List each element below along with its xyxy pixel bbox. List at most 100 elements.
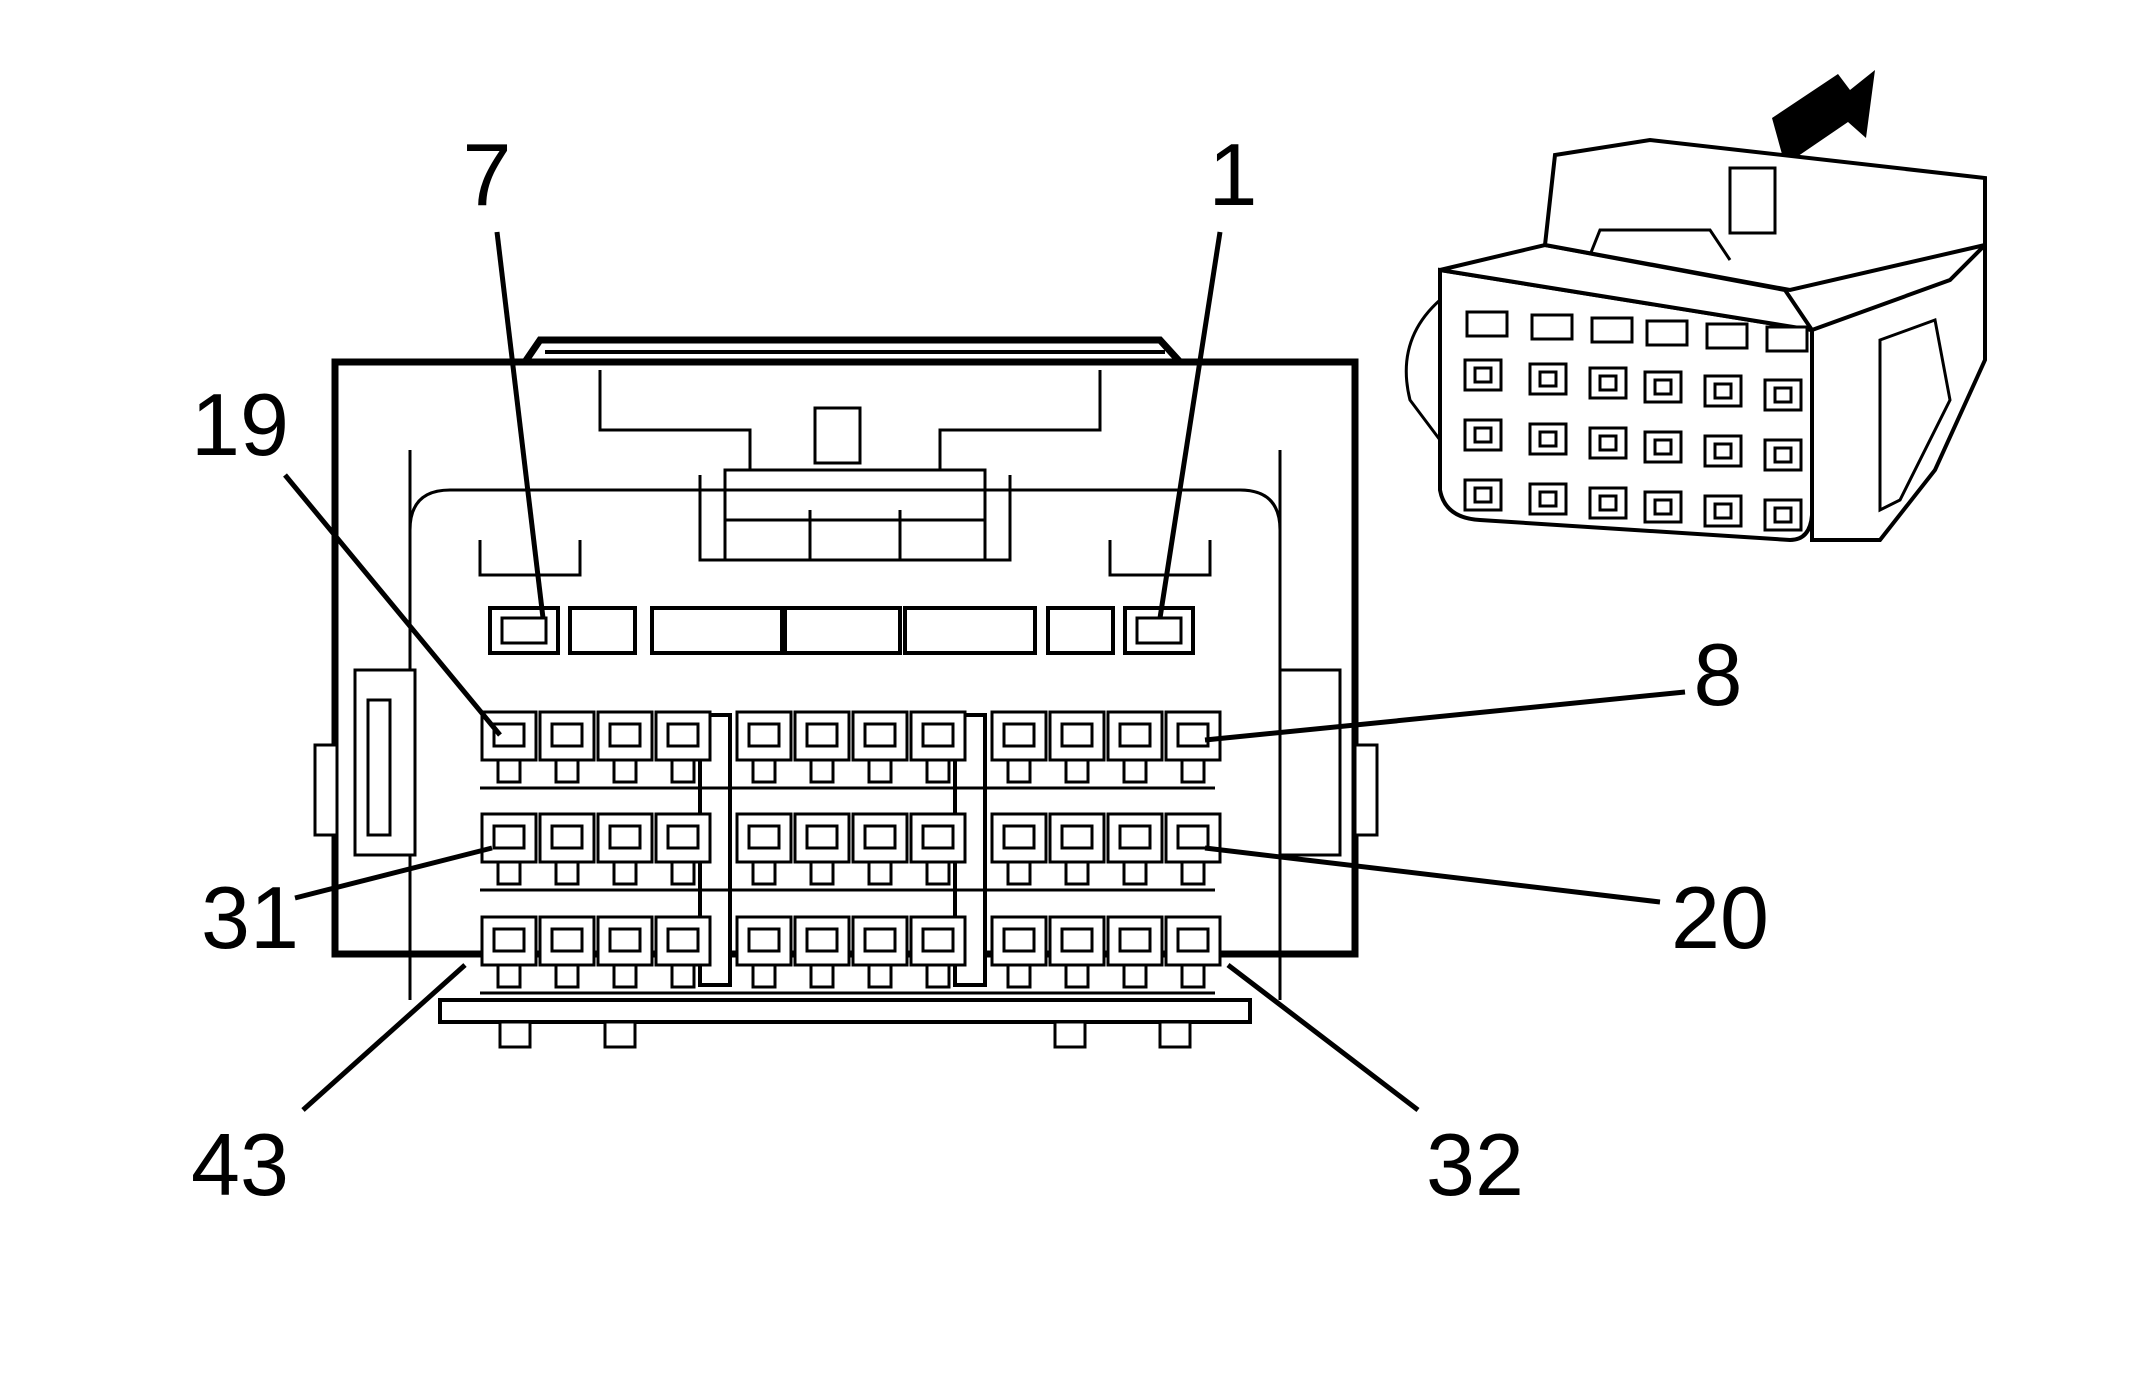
pin-cavity bbox=[1048, 812, 1106, 864]
pin-cavity bbox=[909, 710, 967, 762]
pin-cavity bbox=[909, 915, 967, 967]
pin-contact bbox=[608, 722, 642, 748]
pin-rows bbox=[480, 710, 1222, 995]
pin-cavity bbox=[1106, 812, 1164, 864]
pin-label-1: 1 bbox=[1209, 125, 1258, 224]
pin-contact bbox=[747, 927, 781, 953]
pin-latch bbox=[496, 963, 522, 989]
pin-label-20: 20 bbox=[1671, 868, 1769, 967]
arrow-up-right-icon bbox=[1772, 70, 1875, 165]
pin-contact bbox=[1118, 824, 1152, 850]
iso-pin-contact bbox=[1538, 370, 1558, 388]
pin-cavity bbox=[735, 710, 793, 762]
pin-latch bbox=[670, 758, 696, 784]
iso-top-cavity bbox=[1705, 322, 1749, 350]
pin-contact bbox=[1176, 927, 1210, 953]
leader-pin-31 bbox=[294, 845, 493, 901]
pin-cavity bbox=[596, 710, 654, 762]
pin-cavity bbox=[596, 915, 654, 967]
iso-pin-cavity bbox=[1643, 490, 1683, 524]
pin-cavity bbox=[909, 812, 967, 864]
pin-cavity bbox=[538, 710, 596, 762]
iso-top-cavity bbox=[1465, 310, 1509, 338]
pin-contact bbox=[1118, 722, 1152, 748]
pin-contact bbox=[805, 722, 839, 748]
upper-pin-row bbox=[488, 606, 1195, 655]
pin-latch bbox=[1064, 758, 1090, 784]
iso-pin-cavity bbox=[1703, 374, 1743, 408]
pin-latch bbox=[867, 758, 893, 784]
pin-contact bbox=[550, 927, 584, 953]
pin-contact bbox=[1002, 824, 1036, 850]
pin-latch bbox=[612, 758, 638, 784]
pin-latch bbox=[751, 860, 777, 886]
pin-label-31: 31 bbox=[201, 868, 299, 967]
iso-pin-contact bbox=[1653, 378, 1673, 396]
pin-cavity bbox=[596, 812, 654, 864]
iso-pin-cavity bbox=[1588, 426, 1628, 460]
pin-cavity bbox=[793, 812, 851, 864]
pin-latch bbox=[1180, 963, 1206, 989]
pin-latch bbox=[670, 963, 696, 989]
pin-cavity bbox=[735, 915, 793, 967]
leader-pin-1 bbox=[1157, 231, 1223, 619]
pin-contact bbox=[492, 824, 526, 850]
pin-latch bbox=[751, 963, 777, 989]
pin-latch bbox=[1180, 860, 1206, 886]
iso-pin-cavity bbox=[1528, 362, 1568, 396]
pin-contact bbox=[550, 722, 584, 748]
pin-cavity bbox=[851, 915, 909, 967]
iso-pin-contact bbox=[1653, 498, 1673, 516]
iso-pin-contact bbox=[1473, 366, 1493, 384]
iso-top-cavity bbox=[1590, 316, 1634, 344]
pin-latch bbox=[496, 860, 522, 886]
pin-cavity bbox=[1164, 812, 1222, 864]
pin-latch bbox=[809, 963, 835, 989]
iso-top-cavity bbox=[1645, 319, 1689, 347]
pin-contact bbox=[747, 722, 781, 748]
pin-latch bbox=[670, 860, 696, 886]
pin-cavity bbox=[851, 710, 909, 762]
pin-cavity bbox=[480, 915, 538, 967]
pin-latch bbox=[554, 860, 580, 886]
pin-latch bbox=[554, 963, 580, 989]
pin-contact bbox=[666, 722, 700, 748]
pin-latch bbox=[1180, 758, 1206, 784]
pin-cavity bbox=[1106, 710, 1164, 762]
pin-contact bbox=[1060, 824, 1094, 850]
iso-pin-cavity bbox=[1643, 430, 1683, 464]
pin-latch bbox=[925, 860, 951, 886]
pin-latch bbox=[751, 758, 777, 784]
iso-pin-contact bbox=[1598, 494, 1618, 512]
pin-cavity bbox=[1048, 915, 1106, 967]
pin-contact bbox=[666, 824, 700, 850]
leader-pin-7 bbox=[494, 231, 546, 619]
pin-label-8: 8 bbox=[1694, 625, 1743, 724]
pin-latch bbox=[1006, 860, 1032, 886]
pin-contact bbox=[921, 824, 955, 850]
iso-pin-cavity bbox=[1763, 498, 1803, 532]
pin-latch bbox=[1006, 758, 1032, 784]
leader-lines bbox=[283, 231, 1686, 1112]
pin-contact bbox=[666, 927, 700, 953]
iso-pin-cavity bbox=[1703, 434, 1743, 468]
iso-pin-cavity bbox=[1643, 370, 1683, 404]
pin-contact bbox=[1118, 927, 1152, 953]
iso-pin-cavity bbox=[1463, 358, 1503, 392]
pin-latch bbox=[925, 758, 951, 784]
pin-cavity bbox=[990, 915, 1048, 967]
pin-contact bbox=[921, 927, 955, 953]
pin-latch bbox=[1122, 963, 1148, 989]
iso-pin-cavity bbox=[1588, 486, 1628, 520]
pin-cavity bbox=[538, 915, 596, 967]
pin-contact bbox=[1176, 722, 1210, 748]
iso-pin-contact bbox=[1773, 386, 1793, 404]
iso-pin-contact bbox=[1713, 442, 1733, 460]
leader-pin-43 bbox=[301, 963, 467, 1112]
iso-pin-contact bbox=[1473, 426, 1493, 444]
iso-pin-contact bbox=[1598, 374, 1618, 392]
pin-cavity bbox=[1164, 915, 1222, 967]
leader-pin-8 bbox=[1204, 689, 1686, 743]
iso-pin-cavity bbox=[1463, 418, 1503, 452]
